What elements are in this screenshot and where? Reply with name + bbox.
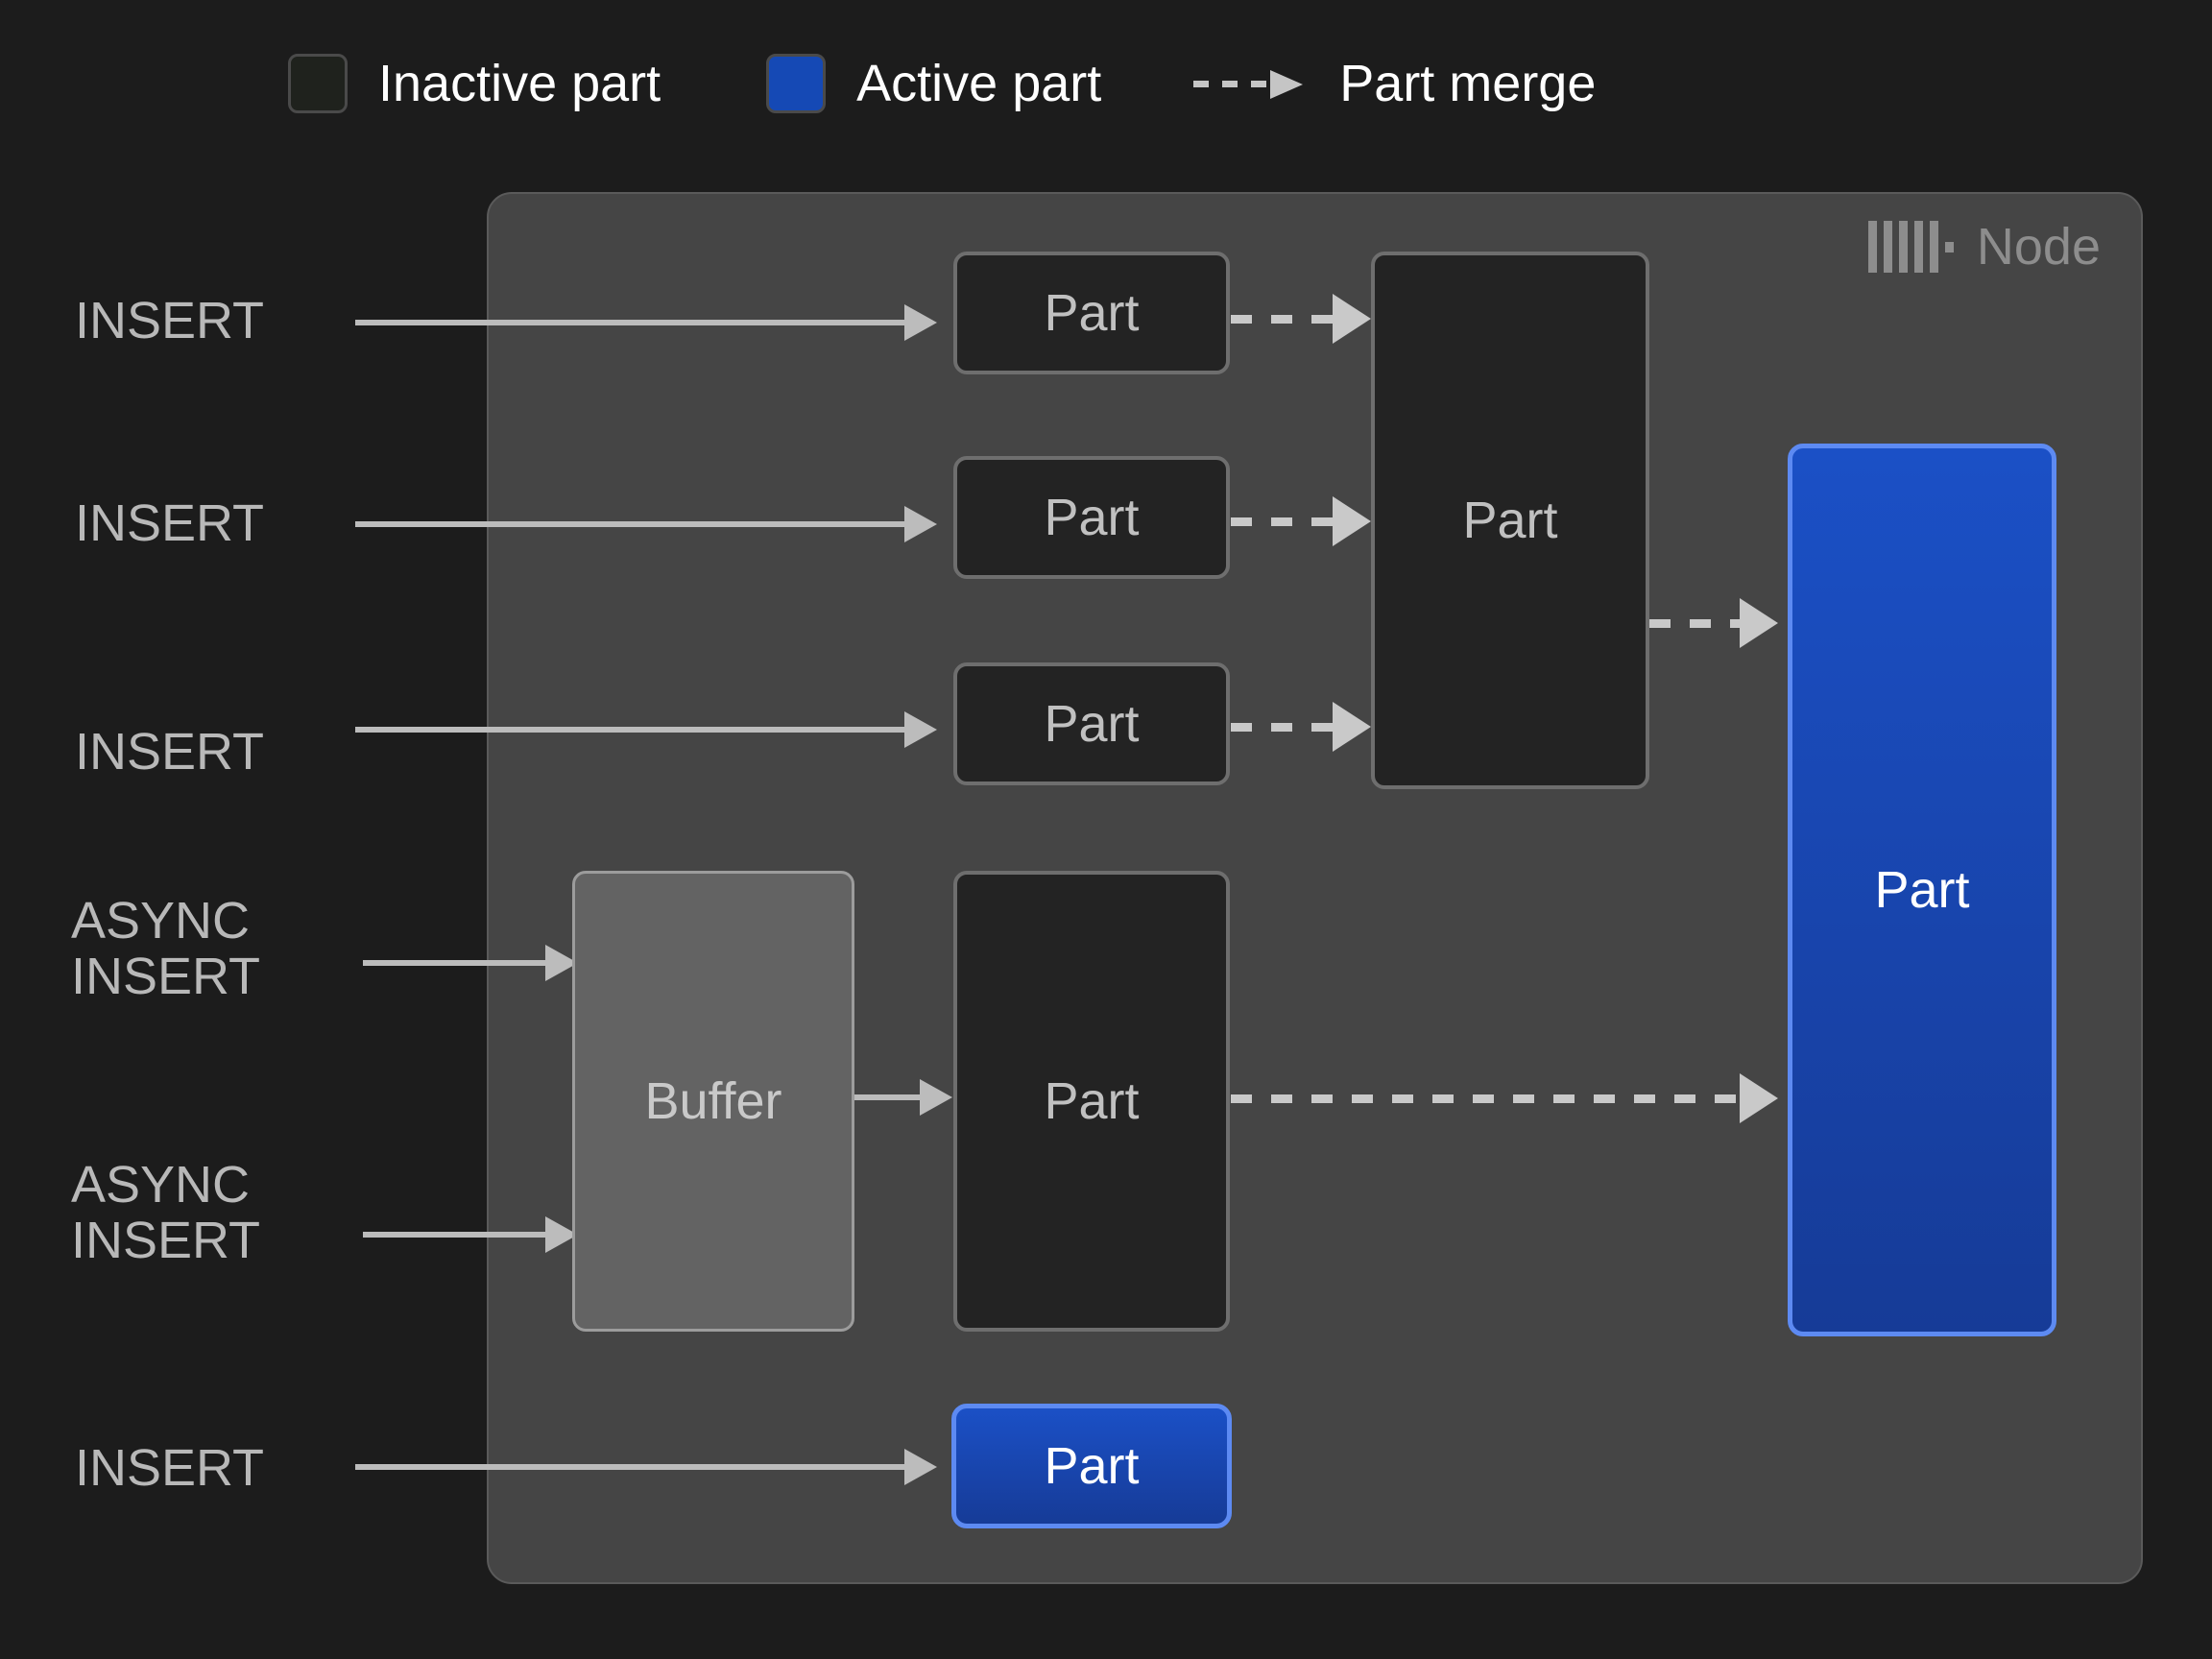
- clickhouse-bars-icon: [1867, 221, 1954, 273]
- inactive-part-swatch-icon: [288, 54, 348, 113]
- connector-buffer-to-part-line: [854, 1094, 931, 1100]
- flow-label-insert-3: INSERT: [75, 723, 265, 781]
- legend-item-part-merge: Part merge: [1193, 58, 1596, 109]
- part-box-row3[interactable]: Part: [953, 662, 1230, 785]
- connector-insert-1-arrowhead: [904, 304, 937, 341]
- connector-insert-1-line: [355, 320, 904, 325]
- merge-connector-1-arrowhead: [1333, 294, 1371, 344]
- legend-label-active-part: Active part: [856, 55, 1102, 112]
- merge-connector-1-line: [1231, 315, 1346, 324]
- part-box-direct-insert[interactable]: Part: [951, 1404, 1232, 1528]
- merged-part-box-label: Part: [1462, 492, 1558, 549]
- connector-insert-3-line: [355, 727, 904, 733]
- flow-label-insert-4: INSERT: [75, 1439, 265, 1497]
- dashed-arrow-icon: [1193, 64, 1309, 103]
- part-box-row2[interactable]: Part: [953, 456, 1230, 579]
- legend-item-active-part: Active part: [766, 54, 1101, 113]
- merged-part-box[interactable]: Part: [1371, 252, 1649, 789]
- flow-label-insert-2: INSERT: [75, 494, 265, 552]
- part-box-buffer-flush[interactable]: Part: [953, 871, 1230, 1332]
- buffer-box-label: Buffer: [644, 1072, 782, 1130]
- merge-connector-3-line: [1231, 723, 1346, 732]
- connector-buffer-to-part-arrowhead: [920, 1079, 952, 1116]
- part-box-row3-label: Part: [1044, 695, 1140, 753]
- final-part-box-label: Part: [1874, 861, 1970, 919]
- merge-connector-flush-to-final-line: [1231, 1094, 1755, 1103]
- legend-item-inactive-part: Inactive part: [288, 54, 661, 113]
- merge-connector-merged-to-final-arrowhead: [1740, 598, 1778, 648]
- part-box-direct-insert-label: Part: [1044, 1437, 1140, 1495]
- connector-insert-2-arrowhead: [904, 506, 937, 542]
- merge-connector-3-arrowhead: [1333, 702, 1371, 752]
- connector-async-insert-2-line: [363, 1232, 545, 1238]
- part-box-buffer-flush-label: Part: [1044, 1072, 1140, 1130]
- legend-label-inactive-part: Inactive part: [378, 55, 661, 112]
- connector-insert-4-arrowhead: [904, 1449, 937, 1485]
- flow-label-insert-1: INSERT: [75, 292, 265, 349]
- merge-connector-merged-to-final-line: [1649, 619, 1755, 628]
- merge-connector-2-arrowhead: [1333, 496, 1371, 546]
- connector-insert-2-line: [355, 521, 904, 527]
- part-box-row1-label: Part: [1044, 284, 1140, 342]
- node-label: Node: [1976, 218, 2101, 276]
- part-box-row2-label: Part: [1044, 489, 1140, 546]
- legend: Inactive part Active part Part merge: [288, 53, 1596, 114]
- flow-label-async-insert-1: ASYNC INSERT: [71, 892, 261, 1005]
- active-part-swatch-icon: [766, 54, 827, 113]
- legend-label-part-merge: Part merge: [1339, 55, 1597, 112]
- flow-label-async-insert-2: ASYNC INSERT: [71, 1156, 261, 1269]
- merge-connector-flush-to-final-arrowhead: [1740, 1073, 1778, 1123]
- connector-async-insert-1-line: [363, 960, 545, 966]
- part-box-row1[interactable]: Part: [953, 252, 1230, 374]
- merge-connector-2-line: [1231, 517, 1346, 526]
- buffer-box[interactable]: Buffer: [572, 871, 854, 1332]
- final-part-box[interactable]: Part: [1788, 444, 2056, 1336]
- connector-insert-3-arrowhead: [904, 711, 937, 748]
- node-badge: Node: [1867, 218, 2101, 276]
- connector-insert-4-line: [355, 1464, 904, 1470]
